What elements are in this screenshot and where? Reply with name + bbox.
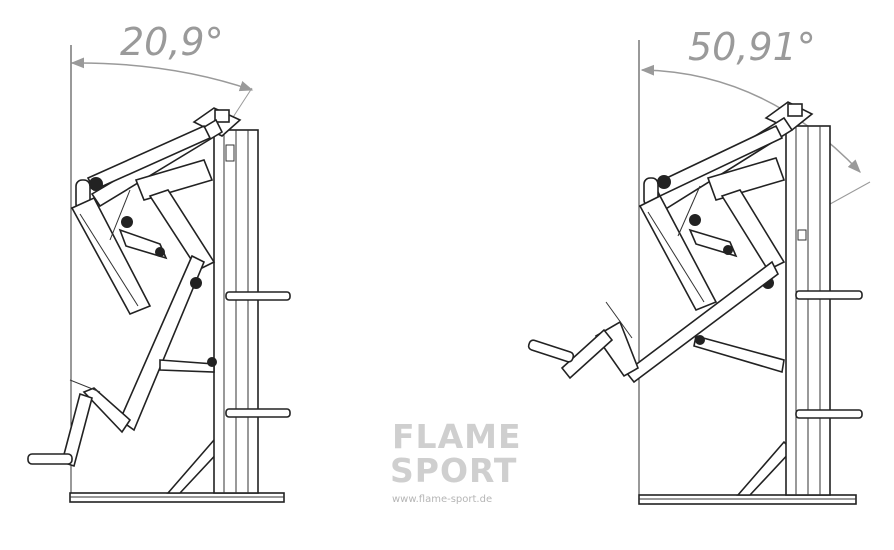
seat-pad (134, 159, 214, 201)
lever-arm (119, 254, 206, 432)
foot-lever (527, 320, 639, 380)
upright-column (785, 125, 831, 496)
weight-peg-upper (225, 291, 291, 301)
lever-arm (624, 260, 780, 384)
angle-label: 50,91° (688, 25, 816, 69)
watermark-url: www.flame-sport.de (392, 494, 492, 505)
back-pad (638, 194, 718, 312)
foot-lever (27, 387, 132, 468)
watermark-line1: FLAME (392, 417, 522, 456)
flame-sport-watermark: FLAME SPORT www.flame-sport.de (390, 417, 522, 505)
machine-diagram-left: 20,9° (27, 20, 291, 503)
angle-dimension-arc (70, 57, 254, 92)
back-pad (70, 196, 152, 316)
angle-dimension-arc (640, 64, 861, 173)
seat-pad (706, 157, 786, 201)
machine-diagram-right: 50,91° (527, 25, 871, 505)
weight-peg-lower (225, 408, 291, 418)
weight-peg-upper (795, 290, 863, 300)
weight-peg-lower (795, 409, 863, 419)
upright-column (213, 129, 259, 494)
watermark-line2: SPORT (390, 451, 517, 490)
diagonal-brace (736, 440, 794, 496)
angle-label: 20,9° (120, 20, 224, 64)
